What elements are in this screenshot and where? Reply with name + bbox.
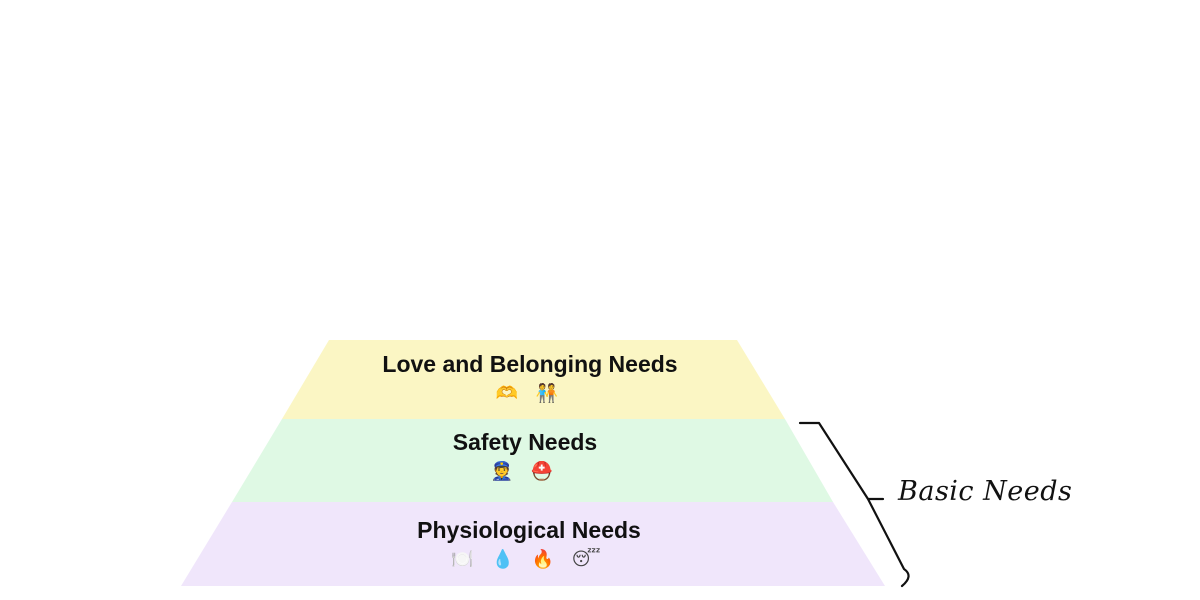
safety-level: Safety Needs 👮 ⛑️ bbox=[275, 428, 775, 484]
love-belonging-level: Love and Belonging Needs 🫶 🧑‍🤝‍🧑 bbox=[280, 350, 780, 406]
physiological-level: Physiological Needs 🍽️ 💧 🔥 😴 bbox=[279, 516, 779, 572]
physiological-level-band bbox=[181, 502, 885, 586]
physiological-icons: 🍽️ 💧 🔥 😴 bbox=[451, 549, 607, 570]
safety-title: Safety Needs bbox=[452, 429, 598, 455]
love-belonging-title: Love and Belonging Needs bbox=[382, 351, 678, 377]
basic-needs-label: Basic Needs bbox=[898, 476, 1073, 507]
love-level-band bbox=[282, 340, 785, 419]
safety-level-band bbox=[232, 419, 833, 502]
basic-needs-bracket bbox=[798, 421, 910, 588]
love-belonging-icons: 🫶 🧑‍🤝‍🧑 bbox=[495, 383, 565, 404]
safety-icons: 👮 ⛑️ bbox=[490, 461, 560, 482]
physiological-title: Physiological Needs bbox=[417, 517, 641, 543]
